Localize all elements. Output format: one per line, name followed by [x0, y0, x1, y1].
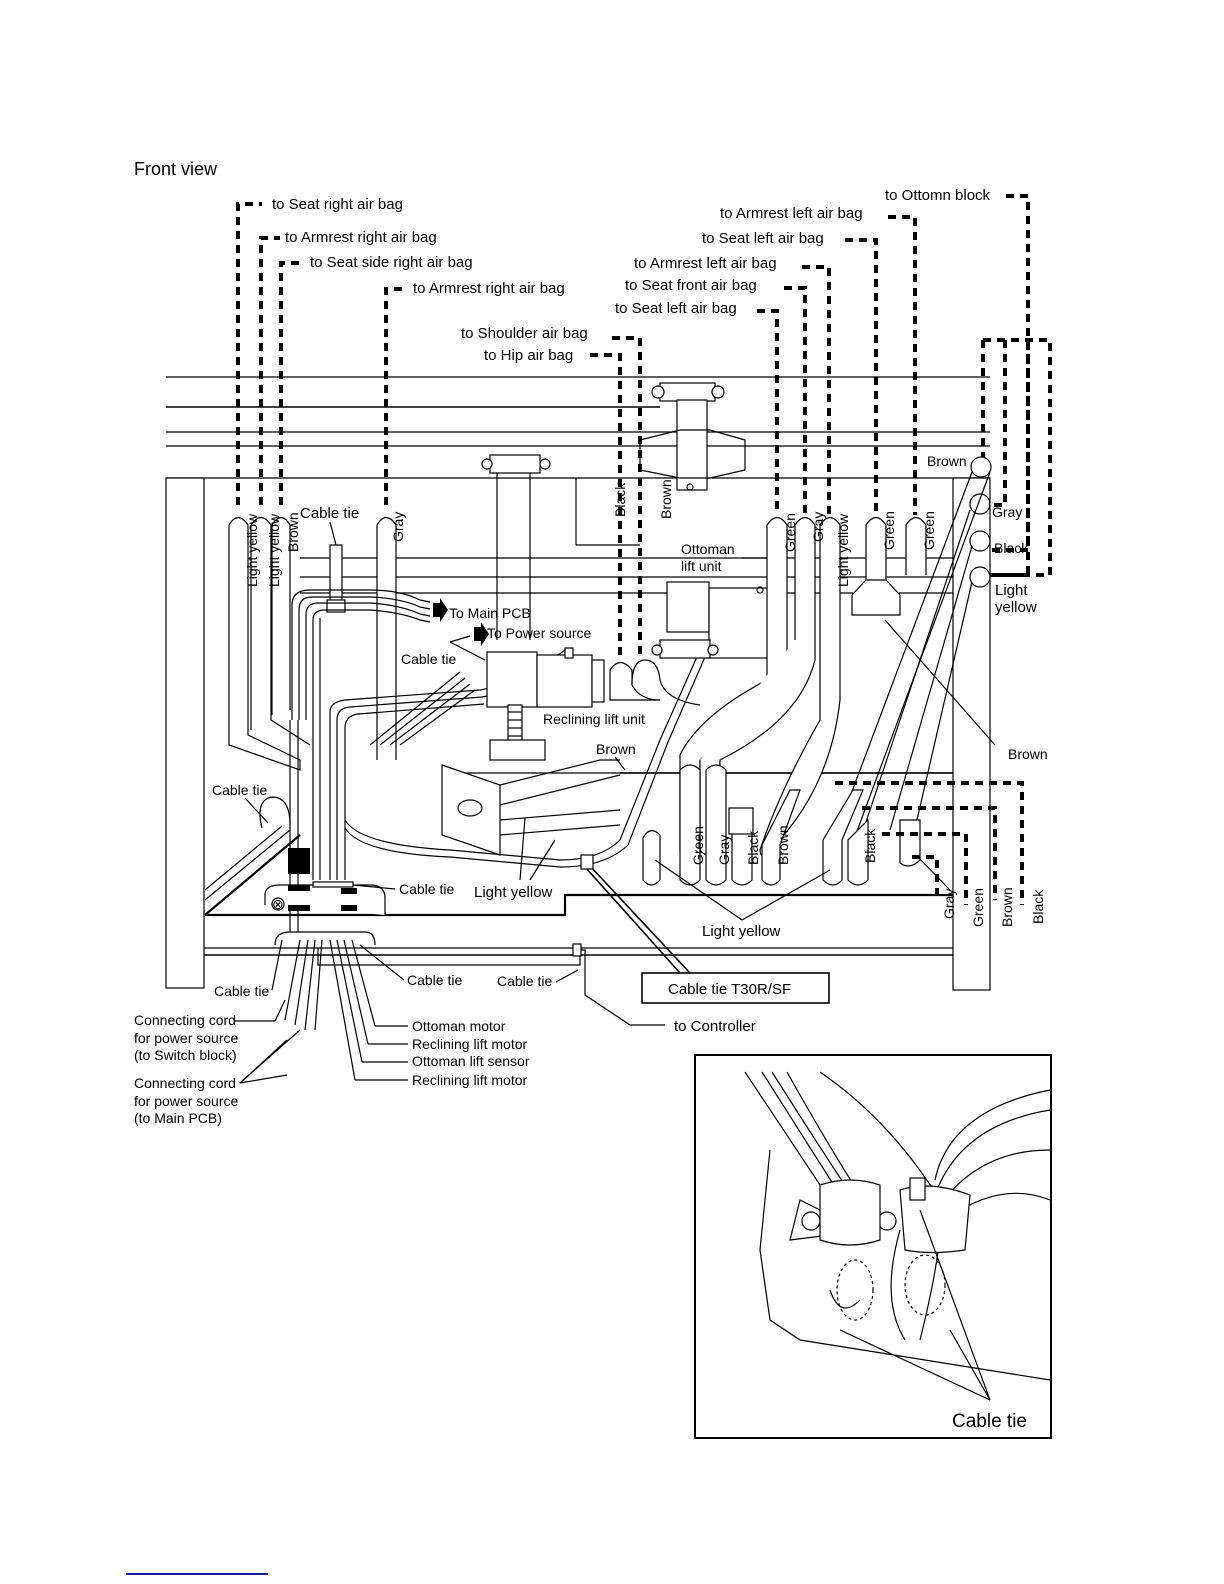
label-ottoman-block: to Ottomn block [885, 187, 991, 204]
label-armrest-left-air-bag-2: to Armrest left air bag [634, 255, 777, 272]
diagram-title: Front view [134, 159, 218, 179]
label-cable-tie-t30: Cable tie T30R/SF [668, 981, 791, 998]
label-reclining-lift-unit: Reclining lift unit [543, 711, 645, 727]
label-cable-tie-bottom-center: Cable tie [407, 972, 462, 988]
top-bracket-center [481, 454, 551, 474]
label-cable-tie-bottom-right: Cable tie [497, 973, 552, 989]
tube-label-green-2: Green [881, 511, 897, 550]
label-cable-tie-left: Cable tie [212, 782, 267, 798]
label-cable-tie-center: Cable tie [399, 881, 454, 897]
tube-label-light-yellow-2: Light yellow [266, 513, 282, 587]
label-seat-right-air-bag: to Seat right air bag [272, 196, 403, 213]
right-edge-tubes [829, 456, 996, 851]
label-brown-right: Brown [1008, 746, 1048, 762]
tube-label-gray-left: Gray [390, 512, 406, 542]
shoulder-air-tube [631, 659, 701, 706]
tube-label-gray-br: Gray [941, 889, 957, 919]
tube-label-black-bottom-1: Black [745, 830, 761, 865]
label-ottoman-lift-sensor: Ottoman lift sensor [412, 1053, 530, 1069]
label-cable-tie-top: Cable tie [300, 505, 359, 522]
label-armrest-right-air-bag-2: to Armrest right air bag [413, 280, 565, 297]
bottom-tubes [642, 764, 921, 886]
hatched-cable [369, 671, 476, 746]
left-grommet-area: ⊗ [259, 796, 581, 1081]
footer-rule [126, 1573, 268, 1575]
inset-label-cable-tie: Cable tie [952, 1411, 1027, 1432]
tube-label-green-br: Green [970, 888, 986, 927]
ottoman-lift-unit [651, 581, 770, 659]
center-bracket [441, 764, 501, 856]
label-to-main-pcb: To Main PCB [449, 605, 531, 621]
label-shoulder-air-bag: to Shoulder air bag [461, 325, 588, 342]
tube-label-brown-center: Brown [658, 479, 674, 519]
tube-label-brown-bottom: Brown [775, 825, 791, 865]
tube-label-black-center: Black [612, 482, 628, 517]
screw-icon: ⊗ [272, 896, 284, 912]
tube-label-black-bottom-2: Black [862, 828, 878, 863]
label-hip-air-bag: to Hip air bag [484, 347, 573, 364]
label-lift-unit: lift unit [681, 558, 722, 574]
cord-main-line1: Connecting cord [134, 1075, 236, 1091]
label-light-yellow-mid: Light yellow [474, 884, 553, 901]
arrow-power-source-icon [474, 622, 489, 646]
tube-label-light-edge: Light [995, 582, 1028, 599]
arrow-main-pcb-icon [433, 598, 448, 622]
tube-label-green-3: Green [921, 511, 937, 550]
tube-label-yellow-edge: yellow [995, 599, 1037, 616]
chair-frame [165, 376, 991, 991]
tube-label-black-br: Black [1030, 889, 1046, 924]
label-light-yellow-bottom: Light yellow [702, 923, 781, 940]
label-seat-left-air-bag-1: to Seat left air bag [702, 230, 824, 247]
tube-label-black-edge: Black [994, 540, 1029, 556]
tube-label-gray-right: Gray [810, 512, 826, 542]
label-reclining-lift-motor-1: Reclining lift motor [412, 1036, 527, 1052]
top-right-leaders [757, 194, 1052, 577]
center-cable-run [344, 649, 709, 868]
tube-label-brown-br: Brown [999, 887, 1015, 927]
bottom-right-leaders [835, 781, 1024, 905]
tube-label-green-1: Green [782, 513, 798, 552]
cord-main-line2: for power source [134, 1093, 238, 1109]
label-ottoman-motor: Ottoman motor [412, 1018, 506, 1034]
label-seat-left-air-bag-2: to Seat left air bag [615, 300, 737, 317]
label-reclining-lift-motor-2: Reclining lift motor [412, 1072, 527, 1088]
top-left-leaders [236, 202, 402, 505]
top-center-leaders [590, 336, 642, 660]
cord-main-line3: (to Main PCB) [134, 1110, 222, 1126]
label-seat-side-right-air-bag: to Seat side right air bag [310, 254, 473, 271]
label-cable-tie-mid: Cable tie [401, 651, 456, 667]
tube-label-brown-edge: Brown [927, 453, 967, 469]
label-brown-mid: Brown [596, 741, 636, 757]
cord-switch-line2: for power source [134, 1030, 238, 1046]
tube-label-light-yellow-1: Light yellow [244, 513, 260, 587]
cord-switch-line1: Connecting cord [134, 1012, 236, 1028]
label-ottoman: Ottoman [681, 541, 735, 557]
label-to-power-source: To Power source [487, 625, 591, 641]
tube-label-gray-bottom: Gray [716, 835, 732, 865]
left-tubes [228, 516, 397, 771]
tube-label-green-bottom: Green [690, 826, 706, 865]
tube-label-brown-left: Brown [285, 512, 301, 552]
reclining-lift-unit [486, 647, 605, 761]
label-to-controller: to Controller [674, 1018, 756, 1035]
cable-tie-t30-box [641, 972, 830, 1004]
label-seat-front-air-bag: to Seat front air bag [625, 277, 757, 294]
cord-switch-line3: (to Switch block) [134, 1047, 237, 1063]
tube-label-gray-edge: Gray [992, 504, 1022, 520]
label-armrest-left-air-bag-1: to Armrest left air bag [720, 205, 863, 222]
tube-label-light-yellow-right: Light yellow [835, 513, 851, 587]
label-cable-tie-bottom-left: Cable tie [214, 983, 269, 999]
label-armrest-right-air-bag-1: to Armrest right air bag [285, 229, 437, 246]
inset-detail [694, 1054, 1052, 1439]
top-bracket-right [639, 382, 746, 491]
